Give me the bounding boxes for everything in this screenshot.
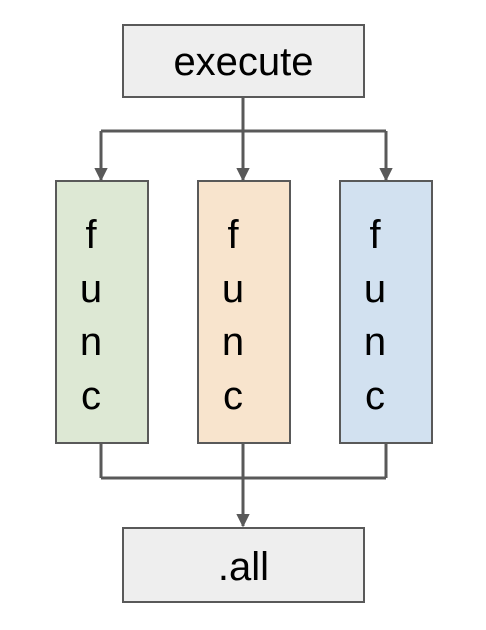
func-1-letter-2: u bbox=[80, 267, 102, 311]
func-1-letter-1: f bbox=[85, 213, 97, 257]
func-2-letter-1: f bbox=[227, 213, 239, 257]
func-box-1 bbox=[55, 180, 149, 444]
all-node: .all bbox=[122, 527, 365, 603]
execute-label: execute bbox=[173, 40, 313, 84]
func-3-letter-1: f bbox=[369, 213, 381, 257]
func-3-letter-2: u bbox=[364, 267, 386, 311]
func-1-letter-3: n bbox=[80, 320, 102, 364]
execute-box bbox=[122, 24, 365, 98]
func-node-1: f u n c bbox=[55, 180, 149, 444]
func-3-letter-3: n bbox=[364, 320, 386, 364]
func-1-letter-4: c bbox=[81, 374, 101, 418]
func-2-letter-4: c bbox=[223, 374, 243, 418]
func-box-2 bbox=[197, 180, 291, 444]
func-3-letter-4: c bbox=[365, 374, 385, 418]
func-2-letter-2: u bbox=[222, 267, 244, 311]
func-2-letter-3: n bbox=[222, 320, 244, 364]
func-node-2: f u n c bbox=[197, 180, 291, 444]
execute-node: execute bbox=[122, 24, 365, 98]
split-connectors bbox=[94, 97, 393, 182]
func-node-3: f u n c bbox=[339, 180, 433, 444]
all-label: .all bbox=[218, 545, 269, 589]
func-box-3 bbox=[339, 180, 433, 444]
all-box bbox=[122, 527, 365, 603]
merge-connectors bbox=[99, 443, 388, 528]
